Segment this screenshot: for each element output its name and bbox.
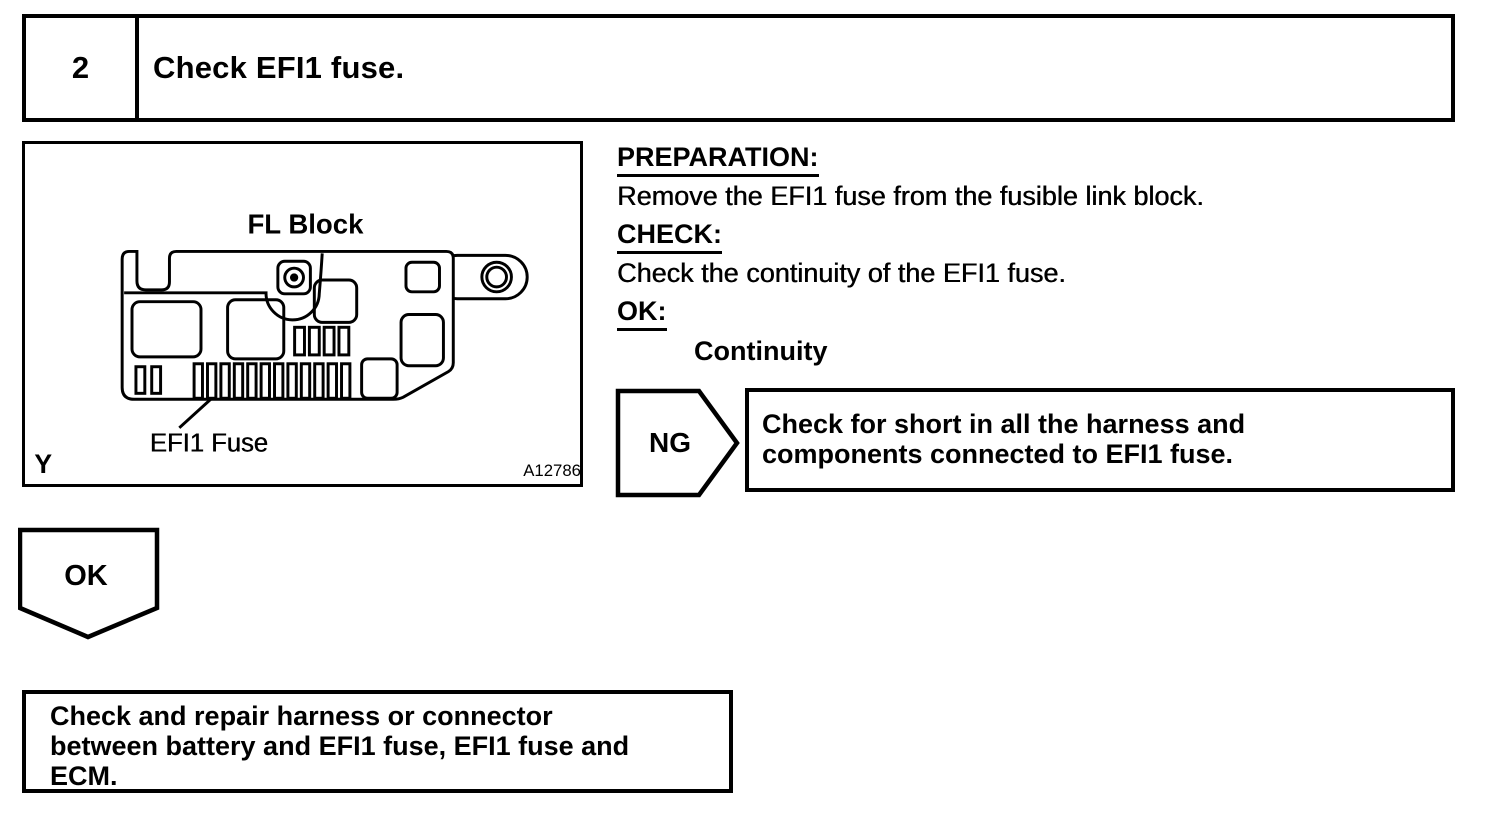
- preparation-heading: PREPARATION:: [617, 142, 819, 177]
- ok-heading: OK:: [617, 296, 667, 331]
- result-line2: between battery and EFI1 fuse, EFI1 fuse…: [50, 731, 630, 761]
- fuse-block-figure: FL Block: [34, 209, 580, 480]
- figure-corner-letter: Y: [34, 449, 52, 479]
- ng-arrow-icon: NG: [615, 388, 740, 498]
- inner-divider-line: [124, 253, 324, 322]
- ok-value: Continuity: [694, 336, 828, 366]
- result-box: Check and repair harness or connector be…: [22, 690, 733, 793]
- efi1-fuse-label: EFI1 Fuse: [150, 429, 268, 457]
- ng-action-line1: Check for short in all the harness and: [762, 409, 1246, 439]
- result-line3: ECM.: [50, 761, 118, 791]
- check-heading: CHECK:: [617, 219, 722, 254]
- ok-arrow-icon: OK: [18, 527, 160, 640]
- figure-code: A12786: [523, 461, 580, 480]
- step-title: Check EFI1 fuse.: [153, 50, 405, 85]
- fuse-block-outline: [120, 249, 455, 401]
- relay-slots: [130, 260, 445, 400]
- mounting-ear-icon: [434, 253, 529, 301]
- step-number: 2: [26, 18, 139, 118]
- check-body: Check the continuity of the EFI1 fuse.: [617, 258, 1066, 288]
- ng-label: NG: [649, 427, 691, 458]
- figure-title: FL Block: [247, 209, 364, 240]
- figure-box: FL Block: [22, 141, 583, 487]
- preparation-body: Remove the EFI1 fuse from the fusible li…: [617, 181, 1204, 211]
- step-header: 2 Check EFI1 fuse.: [22, 14, 1455, 122]
- result-line1: Check and repair harness or connector: [50, 701, 553, 731]
- bolt-icon: [276, 259, 312, 296]
- fuse-slots-mid: [293, 325, 351, 357]
- ok-label: OK: [64, 560, 108, 592]
- leader-line: [178, 397, 213, 429]
- ng-action-line2: components connected to EFI1 fuse.: [762, 439, 1234, 469]
- ng-action-box: Check for short in all the harness and c…: [745, 388, 1455, 492]
- fuse-slots-bottom: [134, 362, 352, 400]
